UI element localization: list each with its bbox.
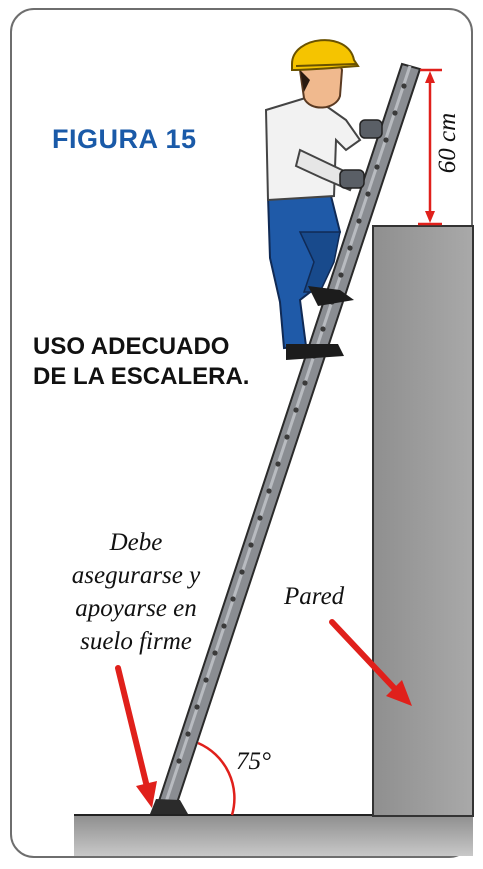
angle-label: 75° <box>236 748 271 775</box>
figure-title: FIGURA 15 <box>52 124 197 154</box>
subtitle-line: DE LA ESCALERA. <box>33 363 250 390</box>
wall-arrow <box>329 619 412 706</box>
note-line: apoyarse en <box>75 595 197 622</box>
ground <box>74 815 473 856</box>
dimension-label: 60 cm <box>434 112 461 174</box>
wall <box>372 225 474 817</box>
subtitle-line: USO ADECUADO <box>33 333 230 360</box>
ladder <box>150 62 422 814</box>
foot-note: Debe asegurarse y apoyarse en suelo firm… <box>56 526 216 658</box>
angle-arc <box>197 741 236 816</box>
note-line: suelo firme <box>80 628 192 655</box>
subtitle: USO ADECUADO DE LA ESCALERA. <box>33 332 293 392</box>
wall-label: Pared <box>284 583 345 610</box>
ladder-foot <box>150 799 188 814</box>
foot-arrow <box>115 665 157 808</box>
note-line: Debe <box>109 529 163 556</box>
helmet <box>291 39 360 72</box>
worker <box>264 39 383 360</box>
note-line: asegurarse y <box>71 562 201 589</box>
height-dimension <box>418 68 442 226</box>
